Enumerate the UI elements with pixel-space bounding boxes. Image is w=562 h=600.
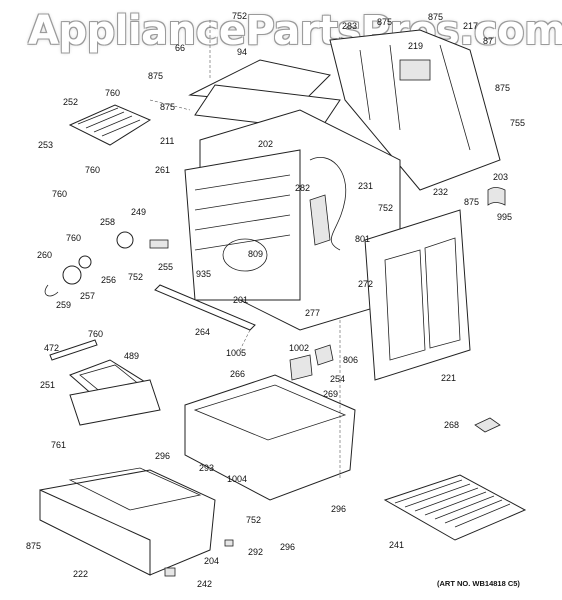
callout-222: 222 bbox=[73, 569, 89, 579]
callout-761: 761 bbox=[51, 440, 67, 450]
callout-256: 256 bbox=[101, 275, 117, 285]
callout-875: 875 bbox=[464, 197, 480, 207]
callout-296: 296 bbox=[280, 542, 296, 552]
callout-266: 266 bbox=[230, 369, 246, 379]
callout-875: 875 bbox=[148, 71, 164, 81]
callout-760: 760 bbox=[105, 88, 121, 98]
callout-255: 255 bbox=[158, 262, 174, 272]
callout-875: 875 bbox=[428, 12, 444, 22]
callout-875: 875 bbox=[160, 102, 176, 112]
callout-935: 935 bbox=[196, 269, 212, 279]
callout-292: 292 bbox=[248, 547, 264, 557]
wire-harness bbox=[309, 157, 347, 251]
callout-806: 806 bbox=[343, 355, 359, 365]
callout-760: 760 bbox=[66, 233, 82, 243]
callout-752: 752 bbox=[246, 515, 262, 525]
callout-755: 755 bbox=[510, 118, 526, 128]
leveling-foot bbox=[224, 539, 234, 547]
callout-809: 809 bbox=[248, 249, 264, 259]
callout-204: 204 bbox=[204, 556, 220, 566]
callout-260: 260 bbox=[37, 250, 53, 260]
callout-760: 760 bbox=[88, 329, 104, 339]
callout-221: 221 bbox=[441, 373, 457, 383]
oven-door bbox=[364, 209, 471, 381]
callout-272: 272 bbox=[358, 279, 374, 289]
callout-257: 257 bbox=[80, 291, 96, 301]
callout-252: 252 bbox=[63, 97, 79, 107]
callout-87: 87 bbox=[483, 36, 494, 46]
callout-261: 261 bbox=[155, 165, 171, 175]
callout-801: 801 bbox=[355, 234, 371, 244]
oven-rack bbox=[383, 474, 527, 541]
callout-241: 241 bbox=[389, 540, 405, 550]
callout-282: 282 bbox=[295, 183, 311, 193]
callout-201: 201 bbox=[233, 295, 249, 305]
callout-202: 202 bbox=[258, 139, 274, 149]
callout-1004: 1004 bbox=[227, 474, 248, 484]
callout-472: 472 bbox=[44, 343, 60, 353]
callout-268: 268 bbox=[444, 420, 460, 430]
control-parts bbox=[44, 231, 169, 297]
callout-875: 875 bbox=[26, 541, 42, 551]
callout-296: 296 bbox=[155, 451, 171, 461]
callout-489: 489 bbox=[124, 351, 140, 361]
callout-1005: 1005 bbox=[226, 348, 247, 358]
callout-242: 242 bbox=[197, 579, 213, 589]
callout-232: 232 bbox=[433, 187, 449, 197]
callout-254: 254 bbox=[330, 374, 346, 384]
callout-752: 752 bbox=[378, 203, 394, 213]
callout-66: 66 bbox=[175, 43, 186, 53]
storage-drawer bbox=[39, 467, 216, 576]
bake-element bbox=[69, 359, 161, 426]
callout-760: 760 bbox=[52, 189, 68, 199]
callout-277: 277 bbox=[305, 308, 321, 318]
art-number: (ART NO. WB14818 C5) bbox=[437, 579, 520, 588]
callout-995: 995 bbox=[497, 212, 513, 222]
callout-253: 253 bbox=[38, 140, 54, 150]
oven-body bbox=[184, 109, 401, 331]
oven-base bbox=[184, 344, 356, 501]
callout-752: 752 bbox=[232, 11, 248, 21]
callout-94: 94 bbox=[237, 47, 248, 57]
callout-293: 293 bbox=[199, 463, 215, 473]
callout-875: 875 bbox=[377, 17, 393, 27]
callout-283: 283 bbox=[342, 21, 358, 31]
callout-296: 296 bbox=[331, 504, 347, 514]
callout-1002: 1002 bbox=[289, 343, 310, 353]
rack-support bbox=[474, 417, 501, 433]
door-hinge-cover bbox=[487, 187, 506, 206]
callout-760: 760 bbox=[85, 165, 101, 175]
callout-231: 231 bbox=[358, 181, 374, 191]
callout-264: 264 bbox=[195, 327, 211, 337]
callout-258: 258 bbox=[100, 217, 116, 227]
callout-752: 752 bbox=[128, 272, 144, 282]
callout-203: 203 bbox=[493, 172, 509, 182]
callout-211: 211 bbox=[160, 136, 175, 146]
callout-875: 875 bbox=[495, 83, 511, 93]
callout-249: 249 bbox=[131, 207, 147, 217]
oven-top-panel bbox=[188, 59, 341, 131]
callout-217: 217 bbox=[463, 21, 479, 31]
callout-219: 219 bbox=[408, 41, 424, 51]
callout-259: 259 bbox=[56, 300, 72, 310]
oven-back-wall bbox=[329, 29, 501, 191]
bake-element-rod bbox=[49, 339, 98, 361]
callout-269: 269 bbox=[323, 389, 339, 399]
drawer-stop bbox=[164, 567, 176, 577]
callout-251: 251 bbox=[40, 380, 56, 390]
broil-element bbox=[68, 104, 152, 146]
